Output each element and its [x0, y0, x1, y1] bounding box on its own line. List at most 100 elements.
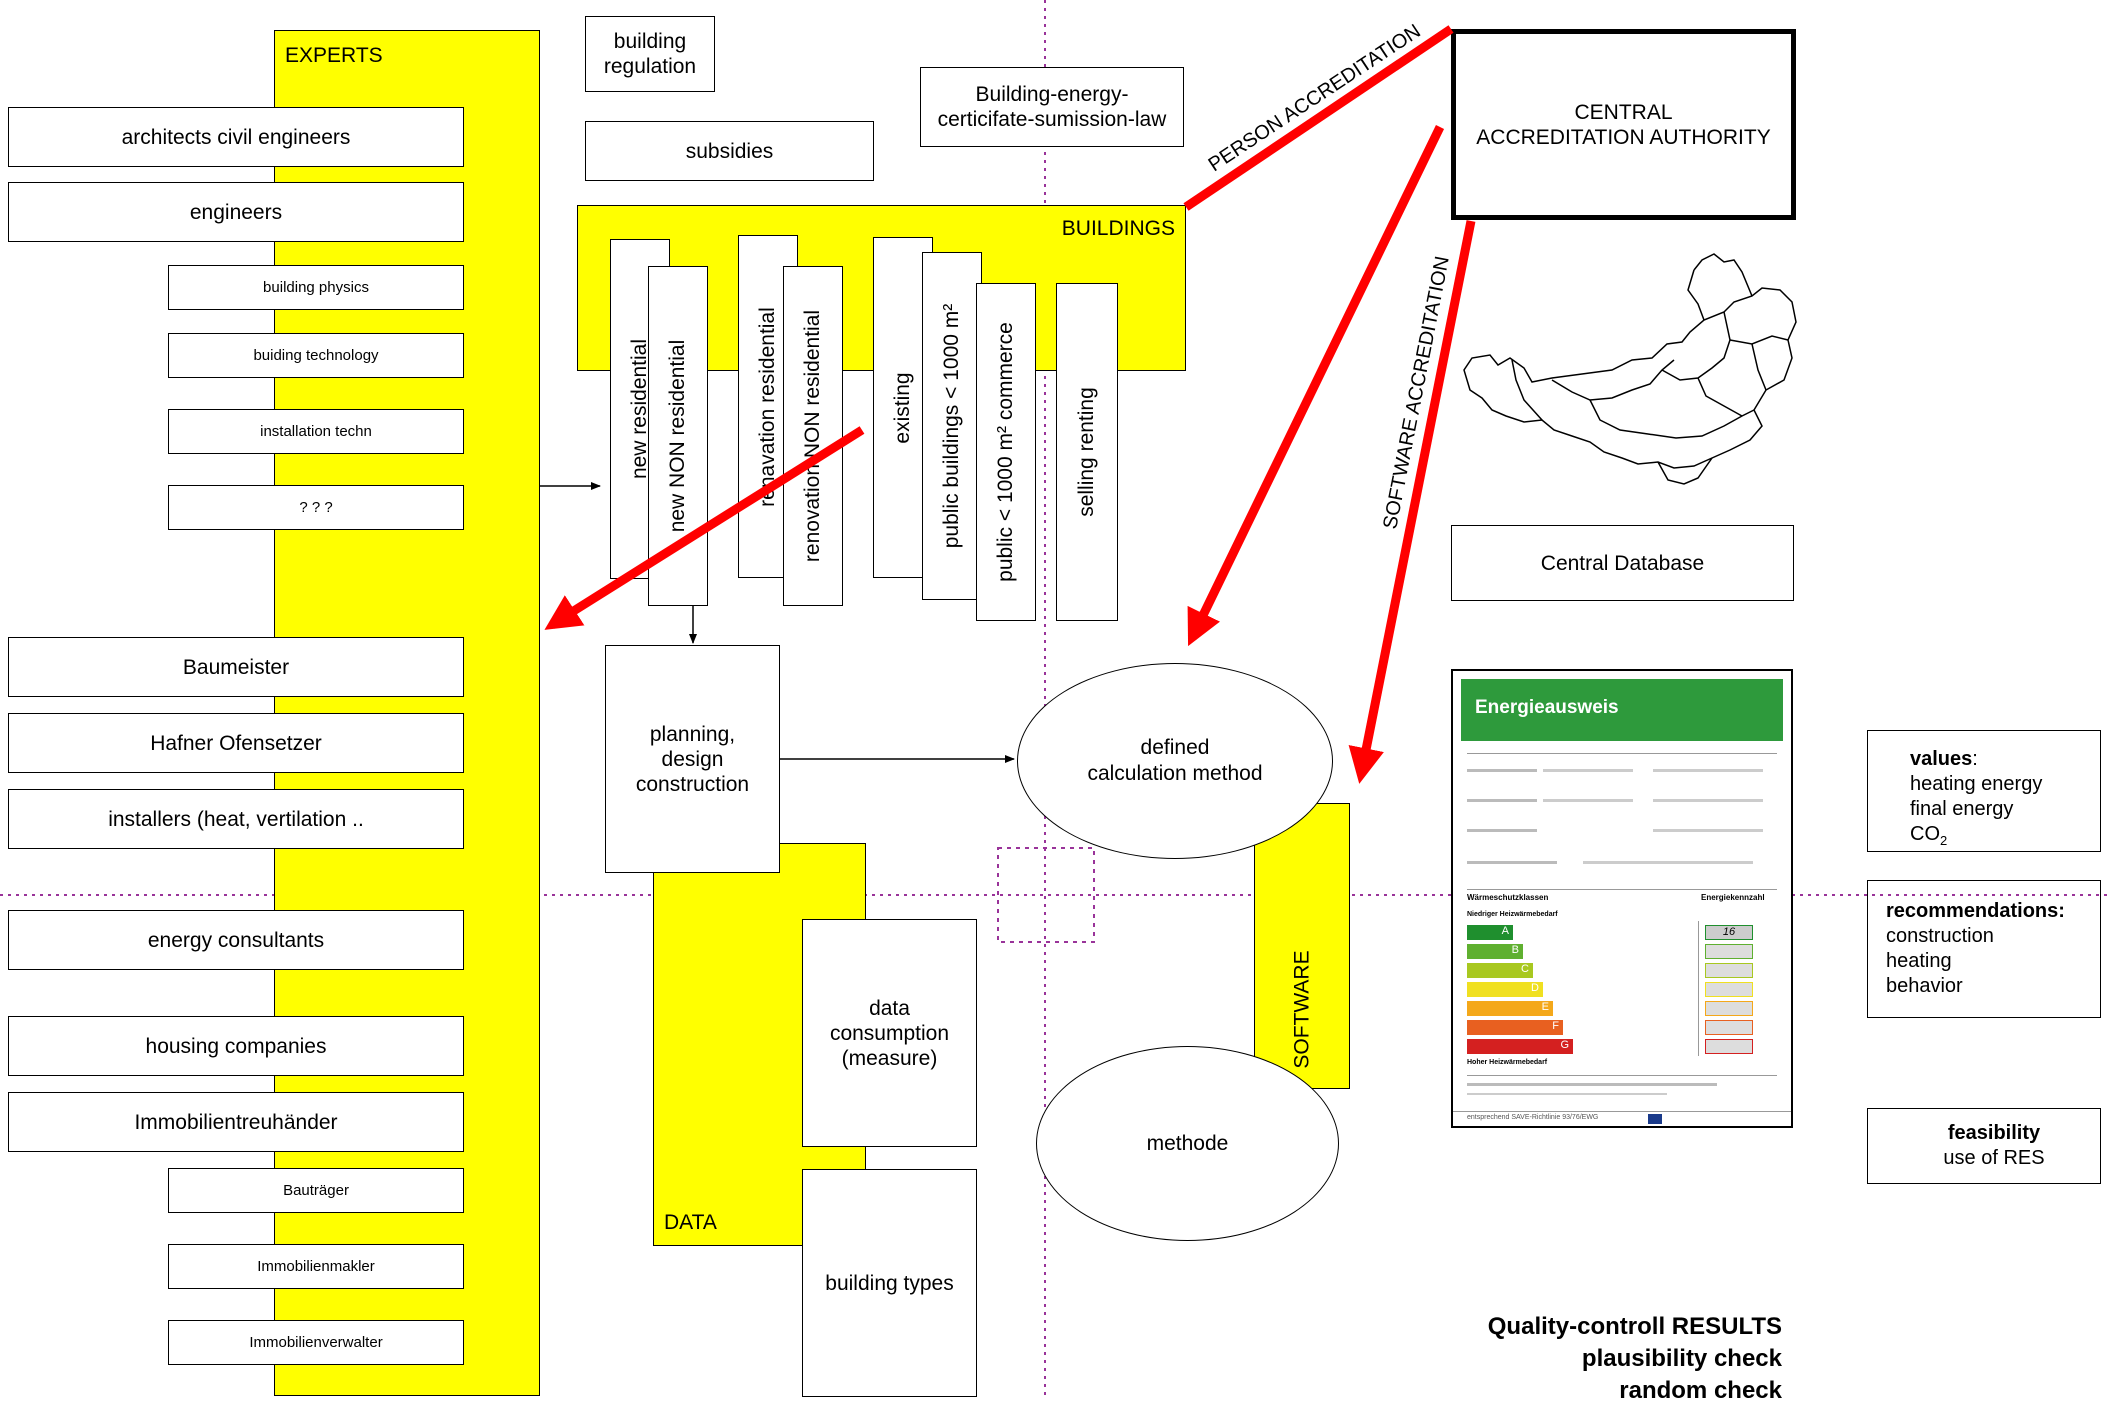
- austria-map: [1463, 253, 1797, 485]
- data-consumption-line1: data: [869, 996, 910, 1020]
- building-regulation-line1: building: [613, 30, 687, 53]
- calculation-method-ellipse: defined calculation method: [1017, 663, 1333, 859]
- central-accreditation-authority: CENTRAL ACCREDITATION AUTHORITY: [1451, 29, 1796, 220]
- expert-immobilienmakler: Immobilienmakler: [168, 1244, 464, 1289]
- cert-field: [1583, 861, 1753, 864]
- expert-housing-companies: housing companies: [8, 1016, 464, 1076]
- cert-value-slot: [1705, 963, 1753, 978]
- data-consumption-line3: (measure): [841, 1046, 938, 1070]
- expert-building-physics: building physics: [168, 265, 464, 310]
- cert-class-a: A: [1467, 925, 1513, 940]
- cert-value-slot: [1705, 1039, 1753, 1054]
- building-regulation-line2: regulation: [603, 55, 697, 78]
- building-types-box: building types: [802, 1169, 977, 1397]
- cert-class-c: C: [1467, 963, 1533, 978]
- central-database-box: Central Database: [1451, 525, 1794, 601]
- software-accreditation-to-calculation: [1187, 125, 1445, 647]
- certificate-header: Energieausweis: [1461, 679, 1783, 741]
- expert-baumeister: Baumeister: [8, 637, 464, 697]
- person-accreditation-arrow-back: [569, 426, 865, 616]
- cert-rule: [1467, 889, 1777, 890]
- building-type-public-commerce: public < 1000 m² commerce: [976, 283, 1036, 621]
- cert-high-label: Hoher Heizwärmebedarf: [1467, 1059, 1548, 1066]
- recommendations-construction: construction: [1886, 925, 1994, 947]
- cert-rule: [1467, 1075, 1777, 1076]
- subsidies-box: subsidies: [585, 121, 874, 181]
- cert-field: [1467, 829, 1537, 832]
- cert-field: [1543, 769, 1633, 772]
- cert-class-b: B: [1467, 944, 1523, 959]
- cert-value-heading: Energiekennzahl: [1701, 893, 1765, 902]
- cert-rule: [1453, 1111, 1791, 1112]
- cert-value-slot: [1705, 1020, 1753, 1035]
- data-title: DATA: [664, 1211, 717, 1234]
- planning-line1: planning,: [649, 722, 736, 746]
- cert-class-e: E: [1467, 1001, 1553, 1016]
- cert-value-box: 16: [1705, 925, 1753, 940]
- methode-ellipse: methode: [1036, 1046, 1339, 1241]
- eu-flag-icon: [1648, 1114, 1662, 1124]
- cert-low-label: Niedriger Heizwärmebedarf: [1467, 911, 1558, 918]
- person-accreditation-label: PERSON ACCREDITATION: [1205, 20, 1425, 176]
- calculation-line1: defined: [1140, 736, 1210, 759]
- values-co2: CO: [1910, 823, 1940, 845]
- data-consumption-box: data consumption (measure): [802, 919, 977, 1147]
- recommendations-heating: heating: [1886, 950, 1952, 972]
- authority-line1: CENTRAL: [1574, 100, 1673, 124]
- planning-box: planning, design construction: [605, 645, 780, 873]
- cert-field: [1543, 799, 1633, 802]
- expert-bautraeger: Bauträger: [168, 1168, 464, 1213]
- values-title: values: [1910, 748, 1973, 770]
- law-line2: certicifate-sumission-law: [937, 108, 1167, 131]
- expert-immobilientreuhaender: Immobilientreuhänder: [8, 1092, 464, 1152]
- values-box: values: heating energy final energy CO2: [1867, 730, 2101, 852]
- expert-engineers: engineers: [8, 182, 464, 242]
- expert-installation-techn: installation techn: [168, 409, 464, 454]
- cert-field: [1653, 829, 1763, 832]
- expert-installers: installers (heat, vertilation ..: [8, 789, 464, 849]
- cert-field: [1467, 1083, 1717, 1086]
- building-type-selling-renting: selling renting: [1056, 283, 1118, 621]
- feasibility-line: use of RES: [1943, 1147, 2045, 1169]
- feasibility-box: feasibility use of RES: [1867, 1108, 2101, 1184]
- cert-class-d: D: [1467, 982, 1543, 997]
- cert-value-slot: [1705, 1001, 1753, 1016]
- software-column: SOFTWARE: [1254, 803, 1350, 1089]
- software-accreditation-to-software: [1348, 220, 1476, 784]
- cert-field: [1467, 1093, 1667, 1095]
- authority-line2: ACCREDITATION AUTHORITY: [1476, 125, 1771, 149]
- cert-field: [1467, 769, 1537, 772]
- person-accreditation-line: [1183, 25, 1454, 211]
- buildings-title: BUILDINGS: [1061, 217, 1175, 240]
- expert-immobilienverwalter: Immobilienverwalter: [168, 1320, 464, 1365]
- person-accreditation-arrowhead: [544, 595, 585, 630]
- cert-value-slot: [1705, 944, 1753, 959]
- recommendations-behavior: behavior: [1886, 975, 1963, 997]
- cert-class-f: F: [1467, 1020, 1563, 1035]
- law-line1: Building-energy-: [975, 83, 1129, 106]
- expert-hafner: Hafner Ofensetzer: [8, 713, 464, 773]
- planning-line2: design: [661, 747, 724, 771]
- cert-scale-heading: Wärmeschutzklassen: [1467, 893, 1549, 902]
- recommendations-box: recommendations: construction heating be…: [1867, 880, 2101, 1018]
- data-consumption-line2: consumption: [829, 1021, 950, 1045]
- expert-building-technology: buiding technology: [168, 333, 464, 378]
- quality-line2: plausibility check: [1581, 1345, 1782, 1372]
- energy-certificate: Energieausweis Wärmeschutzklassen Energi…: [1451, 669, 1793, 1128]
- expert-architects: architects civil engineers: [8, 107, 464, 167]
- values-heating: heating energy: [1910, 773, 2043, 795]
- cert-value-slot: [1705, 982, 1753, 997]
- cert-field: [1467, 861, 1557, 864]
- expert-unknown: ? ? ?: [168, 485, 464, 530]
- cert-field: [1653, 769, 1763, 772]
- planning-line3: construction: [635, 772, 750, 796]
- building-regulation-box: building regulation: [585, 16, 715, 92]
- certificate-title: Energieausweis: [1475, 697, 1619, 718]
- cert-class-g: G: [1467, 1039, 1573, 1054]
- expert-energy-consultants: energy consultants: [8, 910, 464, 970]
- values-co2-sub: 2: [1940, 833, 1948, 848]
- building-type-public-buildings: public buildings < 1000 m²: [922, 252, 982, 600]
- recommendations-title: recommendations:: [1886, 900, 2065, 922]
- cert-field: [1467, 799, 1537, 802]
